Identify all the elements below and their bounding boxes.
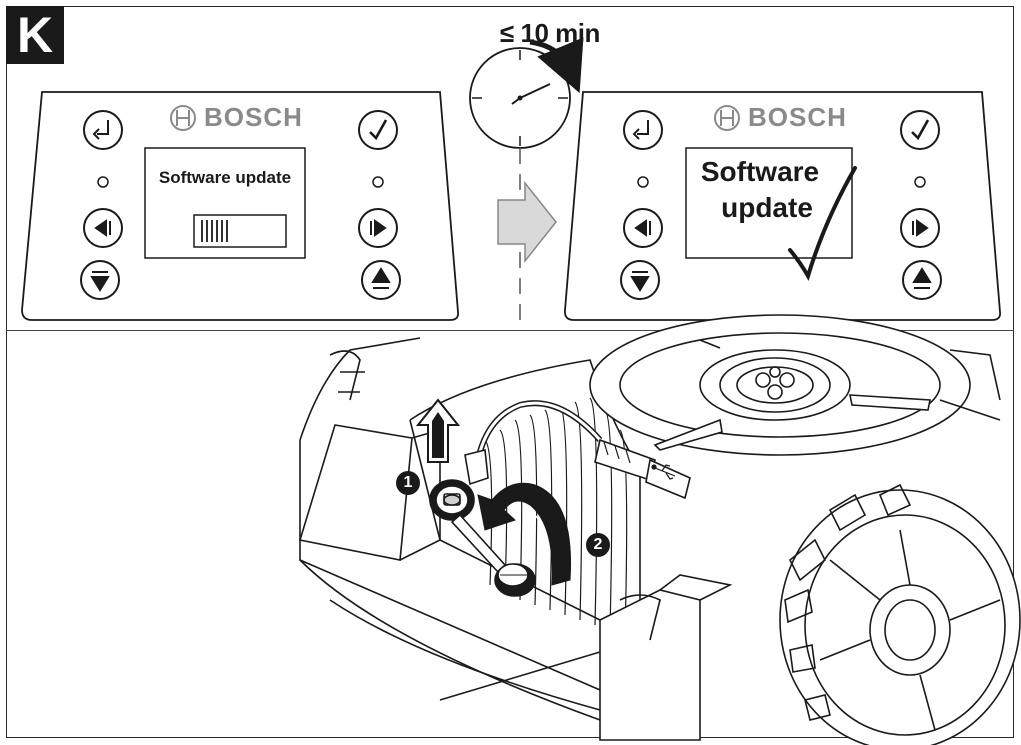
ok-button	[358, 110, 398, 150]
right-button	[358, 208, 398, 248]
status-led	[914, 176, 926, 188]
screen-status-line-2: update	[721, 192, 813, 223]
ok-button	[900, 110, 940, 150]
down-button	[80, 260, 120, 300]
clock-icon	[469, 47, 571, 149]
display-screen	[685, 147, 853, 259]
figure-label: K	[6, 6, 64, 64]
progress-bar	[193, 214, 287, 248]
back-button	[623, 110, 663, 150]
right-button	[900, 208, 940, 248]
step-1-badge	[396, 471, 420, 495]
control-panel-after	[564, 91, 1001, 321]
step-1-number: 1	[403, 474, 413, 491]
step-2-number: 2	[593, 536, 603, 553]
step-2-badge	[586, 533, 610, 557]
left-button	[623, 208, 663, 248]
left-button	[83, 208, 123, 248]
mower-illustration	[298, 314, 1021, 745]
port-cap	[450, 513, 536, 597]
bosch-logo-icon	[170, 105, 196, 131]
brand-logo-text: BOSCH	[748, 102, 847, 132]
rotate-arrow-highlight	[531, 511, 550, 581]
large-checkmark-icon	[788, 166, 857, 282]
lift-up-arrow-fill	[432, 412, 444, 458]
usb-port	[429, 479, 475, 521]
up-button	[361, 260, 401, 300]
screen-status-line-1: Software	[700, 156, 820, 187]
figure-frame	[6, 6, 1014, 738]
right-arrow-icon	[497, 180, 557, 264]
brand-logo-text: BOSCH	[204, 102, 303, 132]
status-led	[637, 176, 649, 188]
usb-cable	[464, 400, 691, 500]
progress-bar-fill	[201, 220, 228, 242]
section-divider	[6, 330, 1014, 331]
bosch-logo-icon	[714, 105, 740, 131]
up-button	[902, 260, 942, 300]
down-button	[620, 260, 660, 300]
status-led	[372, 176, 384, 188]
screen-status-text: Software update	[158, 168, 292, 187]
control-panel-before	[21, 91, 459, 321]
rotate-arrow	[477, 482, 572, 586]
status-led	[97, 176, 109, 188]
usb-icon	[651, 464, 676, 480]
back-button	[83, 110, 123, 150]
timer-arrow	[529, 37, 584, 94]
